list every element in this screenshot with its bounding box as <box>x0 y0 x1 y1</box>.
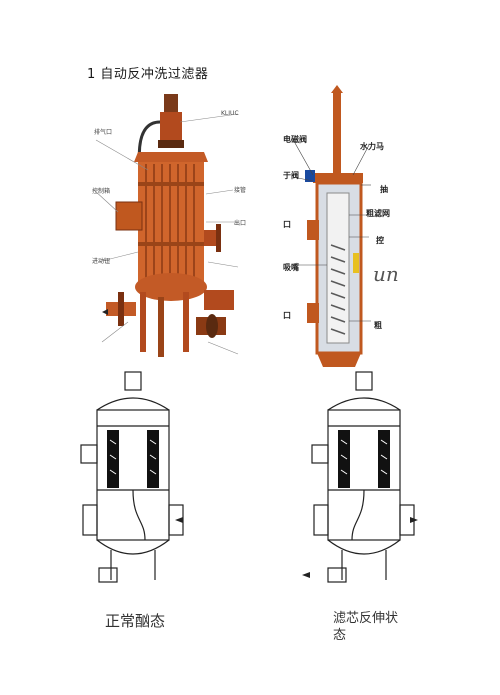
fig1-label-exhaust: 排气口 <box>94 129 113 136</box>
fig1-label-control-box: 控制箱 <box>92 188 111 195</box>
fig2-label-hydraulic: 水力马 <box>360 141 384 151</box>
fig2-label-coarse: 粗 <box>374 320 382 330</box>
filter-3d-illustration <box>93 94 239 357</box>
fig1-label-pipe: 接管 <box>234 187 247 194</box>
fig1-label-outlet: 出口 <box>234 220 247 227</box>
fig2-label-valve: 于阀 <box>283 170 299 180</box>
fig1-label-motor: 进动钮 <box>92 258 111 265</box>
fig2-label-solenoid: 电磁阀 <box>283 134 307 144</box>
fig2-label-screen: 粗滤网 <box>366 208 390 218</box>
fig2-label-nozzle: 吸嘴 <box>283 262 299 272</box>
fig1-label-kliuc: KLIUC <box>221 110 239 117</box>
section-title: 1 自动反冲洗过滤器 <box>87 67 209 82</box>
backwash-state-drawing <box>302 371 418 583</box>
fig2-label-shaft: 抽 <box>380 184 388 194</box>
caption-normal-state: 正常酗态 <box>105 612 166 630</box>
caption-backwash-state: 滤芯反伸状态 <box>333 611 399 643</box>
normal-state-drawing <box>80 371 184 583</box>
fig2-watermark: un <box>373 262 399 286</box>
fig2-label-inlet: 口 <box>283 219 291 229</box>
filter-cutaway-illustration <box>292 85 371 367</box>
fig2-label-control: 控 <box>376 235 384 245</box>
fig2-label-outlet: 口 <box>283 310 291 320</box>
